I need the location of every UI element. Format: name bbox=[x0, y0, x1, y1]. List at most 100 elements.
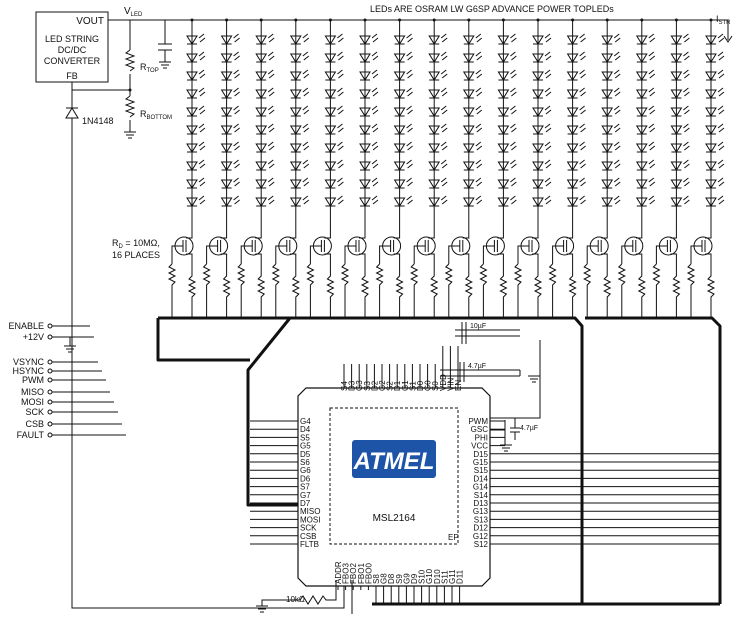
led bbox=[289, 177, 310, 189]
mosfet bbox=[552, 226, 575, 266]
led bbox=[705, 195, 725, 207]
led-string bbox=[479, 18, 517, 318]
led bbox=[601, 177, 621, 189]
pin-left: MISO bbox=[300, 507, 320, 516]
led bbox=[705, 123, 725, 135]
led bbox=[289, 159, 310, 171]
rd-resistor bbox=[375, 263, 404, 310]
led bbox=[462, 177, 483, 189]
rd-resistor bbox=[513, 263, 543, 310]
converter-line3: CONVERTER bbox=[44, 56, 101, 66]
led bbox=[635, 69, 656, 81]
pin-left: G4 bbox=[300, 417, 311, 426]
pin-left: S6 bbox=[300, 458, 310, 467]
led bbox=[289, 69, 310, 81]
rbottom-label: RBOTTOM bbox=[140, 109, 172, 121]
rd-resistor bbox=[340, 263, 370, 310]
pin-bottom: S9 bbox=[395, 574, 404, 584]
led bbox=[670, 159, 690, 171]
led-string bbox=[167, 18, 206, 318]
led bbox=[705, 105, 725, 117]
istr-label: ISTR bbox=[716, 14, 731, 26]
led bbox=[601, 159, 621, 171]
rd-resistor bbox=[479, 263, 508, 310]
led bbox=[428, 87, 448, 99]
pin-right: VCC bbox=[471, 442, 488, 451]
led bbox=[186, 159, 206, 171]
led bbox=[532, 159, 552, 171]
pin-bottom: D10 bbox=[433, 569, 442, 584]
led bbox=[186, 177, 206, 189]
led-array bbox=[167, 18, 733, 318]
led bbox=[359, 159, 379, 171]
led bbox=[532, 33, 552, 45]
pin-right: G13 bbox=[473, 507, 489, 516]
diode-label: 1N4148 bbox=[82, 116, 114, 126]
input-label: CSB bbox=[25, 419, 44, 429]
mosfet bbox=[309, 226, 332, 266]
led bbox=[566, 195, 586, 207]
led bbox=[220, 177, 240, 189]
led bbox=[635, 177, 656, 189]
led bbox=[393, 105, 413, 117]
led bbox=[705, 51, 725, 63]
pin-right: D13 bbox=[473, 499, 488, 508]
pin-left: D7 bbox=[300, 499, 311, 508]
led bbox=[601, 105, 621, 117]
led bbox=[497, 105, 517, 117]
input-mosi: MOSI bbox=[21, 397, 114, 407]
led bbox=[324, 123, 344, 135]
led bbox=[186, 141, 206, 153]
led bbox=[705, 69, 725, 81]
dcdc-converter: VOUT LED STRING DC/DC CONVERTER FB bbox=[35, 11, 109, 83]
led bbox=[705, 159, 725, 171]
led bbox=[220, 159, 240, 171]
rd-resistor bbox=[652, 263, 681, 310]
led bbox=[255, 123, 275, 135]
led bbox=[566, 51, 586, 63]
rd-resistor bbox=[617, 263, 646, 310]
led bbox=[393, 195, 413, 207]
led bbox=[393, 69, 413, 81]
led bbox=[186, 195, 206, 207]
pin-bottom: FBO3 bbox=[342, 563, 351, 584]
led bbox=[532, 177, 552, 189]
led bbox=[255, 105, 275, 117]
pin-right: G14 bbox=[473, 483, 489, 492]
input-label: FAULT bbox=[17, 430, 45, 440]
mosfet bbox=[413, 226, 436, 266]
led bbox=[220, 123, 240, 135]
led bbox=[497, 141, 517, 153]
led bbox=[255, 87, 275, 99]
rd-resistor bbox=[444, 263, 473, 310]
input-terminals: ENABLE+12VVSYNCHSYNCPWMMISOMOSISCKCSBFAU… bbox=[8, 321, 126, 440]
led bbox=[601, 33, 621, 45]
input-label: MOSI bbox=[21, 397, 44, 407]
led bbox=[359, 69, 379, 81]
led bbox=[359, 123, 379, 135]
pin-left: G7 bbox=[300, 491, 311, 500]
res-fb-label: 10kΩ bbox=[286, 595, 305, 604]
pin-bottom: S8 bbox=[372, 574, 381, 584]
led bbox=[186, 105, 206, 117]
led bbox=[497, 195, 517, 207]
pin-right: S15 bbox=[474, 466, 489, 475]
led bbox=[532, 195, 552, 207]
led bbox=[393, 177, 413, 189]
gate-bus bbox=[156, 316, 722, 606]
led bbox=[289, 141, 310, 153]
input-sck: SCK bbox=[25, 407, 118, 417]
pin-right: G15 bbox=[473, 458, 489, 467]
led bbox=[324, 159, 344, 171]
led bbox=[220, 105, 240, 117]
led bbox=[324, 177, 344, 189]
led bbox=[601, 87, 621, 99]
led bbox=[255, 33, 275, 45]
led-string bbox=[583, 18, 621, 318]
led bbox=[497, 33, 517, 45]
atmel-logo bbox=[352, 440, 436, 478]
led bbox=[635, 141, 656, 153]
led bbox=[670, 105, 690, 117]
led bbox=[670, 141, 690, 153]
